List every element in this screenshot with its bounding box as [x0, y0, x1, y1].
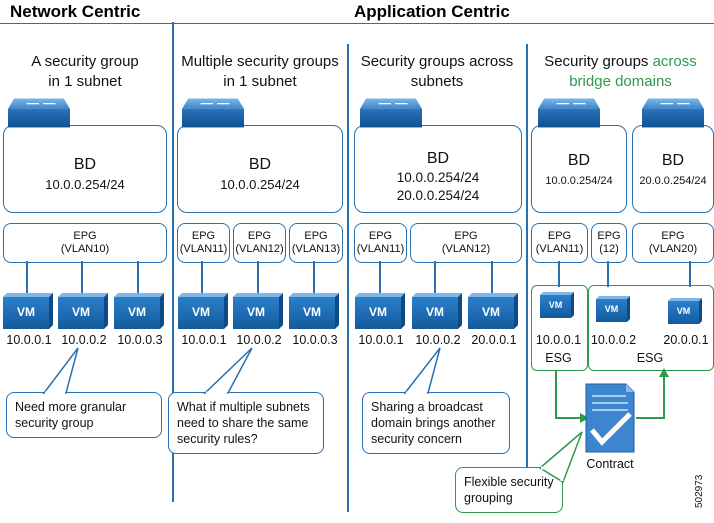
contract-icon: [585, 383, 635, 453]
epg-vm-connector: [491, 261, 493, 293]
epg-vm-connector: [607, 261, 609, 287]
bd-label: BD: [661, 152, 685, 169]
vm-label: VM: [369, 305, 387, 319]
vm-label: VM: [192, 305, 210, 319]
bridge-domain-box: BD 10.0.0.254/24: [3, 125, 167, 213]
epg-box: EPG(VLAN12): [410, 223, 522, 263]
epg-vm-connector: [81, 261, 83, 293]
epg-box: EPG(VLAN11): [354, 223, 407, 263]
bd-label: BD: [567, 152, 591, 169]
bd-subnet: 20.0.0.254/24: [639, 175, 707, 187]
epg-vm-connector: [689, 261, 691, 287]
vm-icon: VM: [540, 292, 574, 318]
network-centric-header: Network Centric: [10, 2, 141, 21]
bd-subnet: 10.0.0.254/24: [545, 175, 613, 187]
vm-icon: VM: [289, 293, 339, 329]
ip-address: 10.0.0.2: [236, 333, 282, 347]
divider: [526, 44, 528, 512]
epg-vm-connector: [379, 261, 381, 293]
epg-box: EPG(VLAN13): [289, 223, 343, 263]
vm-label: VM: [303, 305, 321, 319]
vm-icon: VM: [355, 293, 405, 329]
epg-vm-connector: [558, 261, 560, 287]
divider: [347, 44, 349, 512]
ip-address: 10.0.0.1: [358, 333, 404, 347]
epg-vm-connector: [137, 261, 139, 293]
callout-col2: What if multiple subnets need to share t…: [168, 392, 324, 454]
header-rule: [0, 23, 714, 24]
bridge-domain-box-right: BD 20.0.0.254/24: [632, 125, 714, 213]
vm-label: VM: [426, 305, 444, 319]
epg-vm-connector: [434, 261, 436, 293]
ip-address: 10.0.0.1: [181, 333, 227, 347]
vm-icon: VM: [668, 298, 702, 324]
vm-label: VM: [482, 305, 500, 319]
bd-label: BD: [426, 150, 450, 167]
bd-label: BD: [248, 156, 272, 173]
ip-address: 20.0.0.1: [471, 333, 517, 347]
bd-subnet: 20.0.0.254/24: [396, 188, 480, 203]
ip-address: 10.0.0.1: [6, 333, 52, 347]
vm-label: VM: [128, 305, 146, 319]
epg-vm-connector: [201, 261, 203, 293]
vm-label: VM: [548, 300, 563, 310]
bd-label: BD: [73, 156, 97, 173]
epg-vm-connector: [313, 261, 315, 293]
ip-address: 20.0.0.1: [663, 333, 709, 347]
esg-label: ESG: [545, 351, 572, 365]
vm-label: VM: [604, 304, 619, 314]
epg-box: EPG(12): [591, 223, 627, 263]
vm-label: VM: [17, 305, 35, 319]
callout-col4: Flexible security grouping: [455, 467, 563, 513]
epg-box: EPG(VLAN11): [177, 223, 230, 263]
epg-vm-connector: [26, 261, 28, 293]
vm-icon: VM: [3, 293, 53, 329]
bd-subnet: 10.0.0.254/24: [220, 177, 300, 192]
ip-address: 10.0.0.2: [590, 333, 637, 347]
bridge-domain-box: BD 10.0.0.254/24: [177, 125, 343, 213]
bd-subnet: 10.0.0.254/24: [396, 170, 480, 185]
vm-icon: VM: [596, 296, 630, 322]
contract-label: Contract: [586, 457, 634, 471]
esg-label: ESG: [636, 351, 664, 365]
vm-label: VM: [676, 306, 691, 316]
vm-icon: VM: [412, 293, 462, 329]
application-centric-header: Application Centric: [354, 2, 510, 21]
callout-col3: Sharing a broadcast domain brings anothe…: [362, 392, 510, 454]
vm-icon: VM: [58, 293, 108, 329]
vm-icon: VM: [233, 293, 283, 329]
bridge-domain-box-left: BD 10.0.0.254/24: [531, 125, 627, 213]
bd-subnet: 10.0.0.254/24: [45, 177, 125, 192]
column-4-title: Security groups across bridge domains: [544, 53, 697, 90]
epg-box: EPG(VLAN20): [632, 223, 714, 263]
epg-box: EPG(VLAN11): [531, 223, 588, 263]
epg-box: EPG(VLAN12): [233, 223, 286, 263]
callout-col1: Need more granular security group: [6, 392, 162, 438]
vm-label: VM: [72, 305, 90, 319]
vm-icon: VM: [114, 293, 164, 329]
ip-address: 10.0.0.3: [117, 333, 163, 347]
ip-address: 10.0.0.1: [535, 333, 582, 347]
vm-icon: VM: [178, 293, 228, 329]
esg-box-left: [531, 285, 588, 371]
ip-address: 10.0.0.3: [292, 333, 338, 347]
divider: [172, 22, 174, 502]
ip-address: 10.0.0.2: [415, 333, 461, 347]
epg-box: EPG(VLAN10): [3, 223, 167, 263]
figure-id: 502973: [694, 474, 705, 508]
vm-label: VM: [247, 305, 265, 319]
epg-vm-connector: [257, 261, 259, 293]
ip-address: 10.0.0.2: [61, 333, 107, 347]
vm-icon: VM: [468, 293, 518, 329]
bridge-domain-box: BD 10.0.0.254/24 20.0.0.254/24: [354, 125, 522, 213]
